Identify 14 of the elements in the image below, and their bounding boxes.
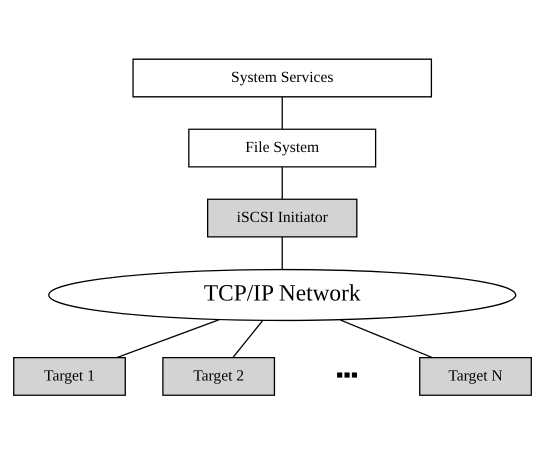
- connector: [116, 318, 220, 358]
- node-box: iSCSI Initiator: [207, 198, 358, 238]
- connector: [232, 320, 263, 358]
- node-ellipse: TCP/IP Network: [48, 268, 516, 321]
- connector: [340, 318, 433, 358]
- connector: [282, 166, 283, 198]
- connector: [282, 96, 283, 128]
- connector: [282, 236, 283, 269]
- node-box: Target N: [419, 356, 532, 396]
- label: ▪▪▪: [336, 364, 358, 386]
- node-box: System Services: [132, 58, 432, 97]
- node-box: File System: [188, 128, 376, 167]
- node-box: Target 2: [162, 356, 276, 396]
- node-box: Target 1: [13, 356, 126, 396]
